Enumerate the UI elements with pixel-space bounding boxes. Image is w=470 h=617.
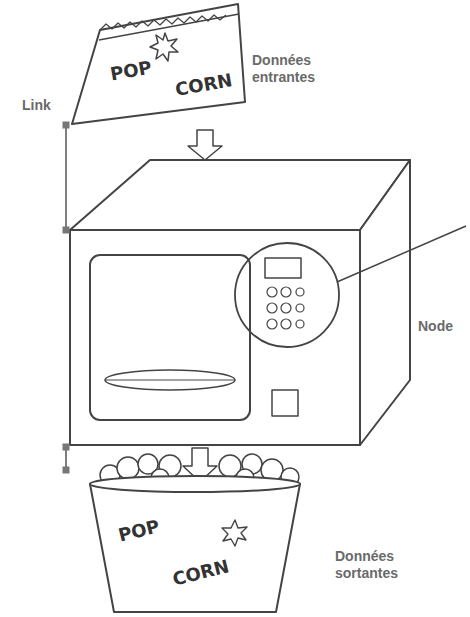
microwave-top [70,160,410,230]
microwave-window [90,255,250,420]
turntable [105,370,235,390]
display [265,258,301,278]
node-label: Données entrantes [252,52,342,86]
node-label: Données sortantes [335,548,425,582]
microwave-front [70,230,360,445]
microwave-node: Node [60,230,415,447]
door-button [272,390,298,416]
flow-arrow [188,130,222,160]
bag-zigzag [100,15,226,30]
bucket-rim [90,476,300,492]
leader-line [337,226,466,282]
microwave-side [360,160,410,445]
callout-circle [235,243,339,347]
link-line [63,444,70,474]
bag-star [150,33,178,61]
popcorn-bag [72,4,245,124]
input-data: Données entrantes [60,0,250,125]
bucket-star [222,520,247,546]
turntable-rim [105,380,235,381]
output-data: Données sortantes [60,470,305,612]
bag-crimp [99,14,239,40]
link-line [63,122,70,234]
node-label: Node [418,318,470,335]
popcorn-bucket [90,484,300,612]
edge-label: Link [20,97,53,113]
